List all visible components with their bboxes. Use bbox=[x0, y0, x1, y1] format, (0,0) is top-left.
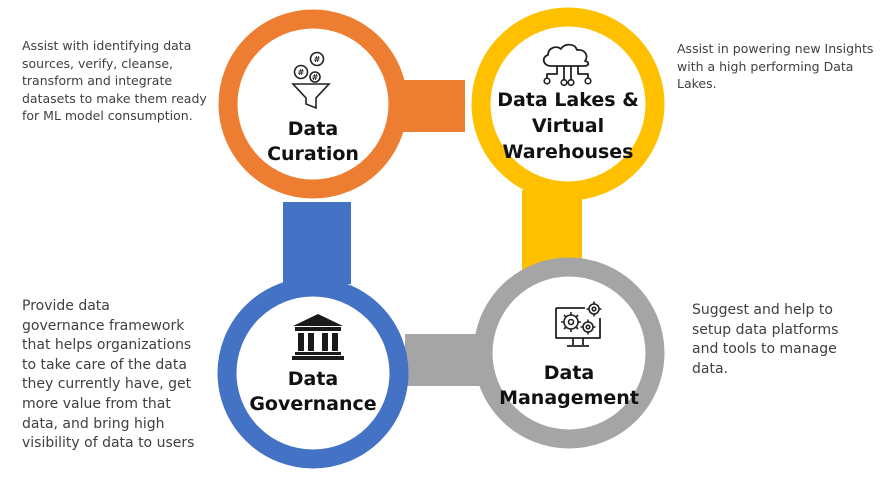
management-description: Suggest and help to setup data platforms… bbox=[692, 302, 839, 377]
lakes-title: Data Lakes & Virtual Warehouses bbox=[497, 89, 639, 163]
curation-title: Data Curation bbox=[267, 118, 359, 166]
ring-lakes bbox=[471, 7, 665, 201]
connector-governance-management bbox=[405, 334, 485, 386]
cloud-network-icon bbox=[542, 43, 592, 86]
governance-title: Data Governance bbox=[249, 368, 377, 416]
management-title: Data Management bbox=[499, 362, 639, 410]
ring-curation bbox=[218, 9, 408, 199]
ring-management bbox=[473, 257, 665, 449]
svg-text:#: # bbox=[312, 73, 319, 82]
svg-text:#: # bbox=[298, 68, 305, 77]
governance-description: Provide data governance framework that h… bbox=[22, 298, 195, 452]
lakes-description: Assist in powering new Insights with a h… bbox=[677, 41, 874, 91]
ring-governance bbox=[217, 277, 409, 469]
data-filter-funnel-icon: # # # bbox=[291, 51, 331, 110]
monitor-gears-icon bbox=[555, 301, 602, 347]
curation-description: Assist with identifying data sources, ve… bbox=[22, 38, 207, 123]
connector-curation-governance bbox=[283, 202, 351, 284]
institution-building-icon bbox=[292, 314, 344, 360]
svg-text:#: # bbox=[314, 55, 321, 64]
